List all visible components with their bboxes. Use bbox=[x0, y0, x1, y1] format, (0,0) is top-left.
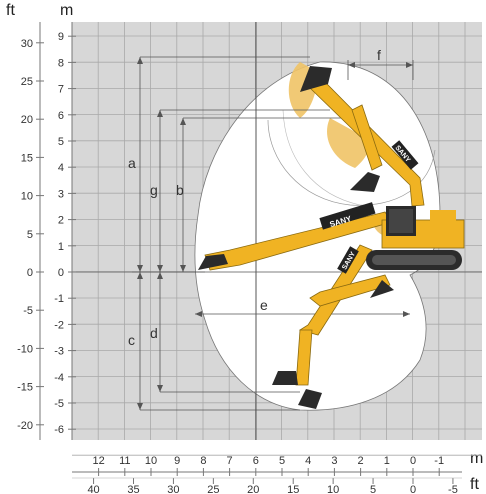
m-tick-label: -3 bbox=[54, 346, 64, 358]
ft-tick-label: 15 bbox=[21, 152, 33, 164]
excavator-body bbox=[366, 206, 465, 270]
excavator-dig-pose: SANY bbox=[272, 244, 394, 409]
ft-tick-label: -20 bbox=[17, 420, 33, 432]
m-tick-label: 4 bbox=[58, 162, 64, 174]
m-tick-label: 5 bbox=[58, 136, 64, 148]
bottom-m-tick-label: -1 bbox=[434, 455, 444, 467]
bottom-m-tick-label: 7 bbox=[227, 455, 233, 467]
bottom-m-tick-label: 10 bbox=[145, 455, 157, 467]
bottom-ft-tick-label: -5 bbox=[448, 484, 458, 494]
bottom-ft-tick-label: 15 bbox=[287, 484, 299, 494]
bottom-m-tick-label: 11 bbox=[119, 455, 130, 467]
bottom-m-tick-label: 12 bbox=[92, 455, 104, 467]
ft-tick-label: -10 bbox=[17, 343, 33, 355]
dimension-b-label: b bbox=[176, 182, 184, 198]
bottom-m-tick-label: 6 bbox=[253, 455, 259, 467]
bottom-m-tick-label: 2 bbox=[358, 455, 364, 467]
bottom-ft-tick-label: 35 bbox=[127, 484, 139, 494]
highlight-zone-mid bbox=[327, 118, 371, 168]
m-tick-label: 9 bbox=[58, 31, 64, 43]
m-tick-label: 3 bbox=[58, 188, 64, 200]
bottom-m-tick-label: 4 bbox=[305, 455, 311, 467]
m-tick-label: 8 bbox=[58, 57, 64, 69]
bottom-m-unit-label: m bbox=[470, 450, 484, 467]
bottom-ft-tick-label: 5 bbox=[370, 484, 376, 494]
bottom-m-tick-label: 5 bbox=[279, 455, 285, 467]
inner-digging-arc bbox=[282, 109, 361, 206]
bottom-ft-ticks: 40 35 30 25 20 15 10 5 0 -5 bbox=[87, 478, 458, 494]
bottom-ft-tick-label: 10 bbox=[327, 484, 339, 494]
dimension-a-label: a bbox=[128, 155, 136, 171]
bottom-ft-tick-label: 20 bbox=[247, 484, 259, 494]
bottom-m-tick-label: 3 bbox=[331, 455, 337, 467]
inner-reach-arc bbox=[267, 119, 436, 206]
m-tick-label: -4 bbox=[54, 372, 64, 384]
dimension-d-label: d bbox=[150, 325, 158, 341]
ft-tick-label: 25 bbox=[21, 76, 33, 88]
excavator-reach-pose: SANY bbox=[198, 202, 393, 271]
bottom-ft-tick-label: 0 bbox=[410, 484, 416, 494]
bottom-m-tick-label: 0 bbox=[410, 455, 416, 467]
bottom-m-tick-label: 1 bbox=[384, 455, 390, 467]
m-tick-label: 0 bbox=[58, 267, 64, 279]
ft-tick-label: 10 bbox=[21, 191, 33, 203]
m-tick-label: 2 bbox=[58, 215, 64, 227]
dimension-f-label: f bbox=[377, 47, 381, 63]
dimension-lines bbox=[132, 56, 414, 411]
ft-ticks: 30 25 20 15 10 5 0 -5 -10 -15 -20 bbox=[17, 38, 44, 432]
bottom-ft-tick-label: 30 bbox=[167, 484, 179, 494]
bottom-m-tick-label: 9 bbox=[174, 455, 180, 467]
dimension-c-label: c bbox=[128, 332, 135, 348]
m-tick-label: -5 bbox=[54, 398, 64, 410]
m-tick-label: -2 bbox=[54, 319, 64, 331]
ft-tick-label: 5 bbox=[27, 229, 33, 241]
dimension-e-label: e bbox=[260, 297, 268, 313]
excavator-raised-pose: SANY bbox=[300, 66, 425, 207]
ft-tick-label: -5 bbox=[23, 305, 33, 317]
ft-tick-label: 0 bbox=[27, 267, 33, 279]
ft-unit-label: ft bbox=[6, 2, 15, 19]
bottom-ft-unit-label: ft bbox=[470, 476, 479, 493]
dimension-arrows bbox=[137, 57, 413, 410]
ft-tick-label: 30 bbox=[21, 38, 33, 50]
bottom-ft-tick-label: 25 bbox=[207, 484, 219, 494]
ft-tick-label: -15 bbox=[17, 382, 33, 394]
m-unit-label: m bbox=[60, 2, 74, 19]
m-tick-label: 7 bbox=[58, 84, 64, 96]
dimension-g-label: g bbox=[150, 182, 158, 198]
m-tick-label: -6 bbox=[54, 424, 64, 436]
m-tick-label: 6 bbox=[58, 110, 64, 122]
m-ticks: 9 8 7 6 5 4 3 2 1 0 -1 -2 -3 -4 -5 -6 bbox=[54, 31, 76, 436]
ft-tick-label: 20 bbox=[21, 114, 33, 126]
bottom-m-tick-label: 8 bbox=[200, 455, 206, 467]
m-tick-label: -1 bbox=[54, 293, 64, 305]
m-tick-label: 1 bbox=[58, 241, 64, 253]
bottom-ft-tick-label: 40 bbox=[87, 484, 99, 494]
